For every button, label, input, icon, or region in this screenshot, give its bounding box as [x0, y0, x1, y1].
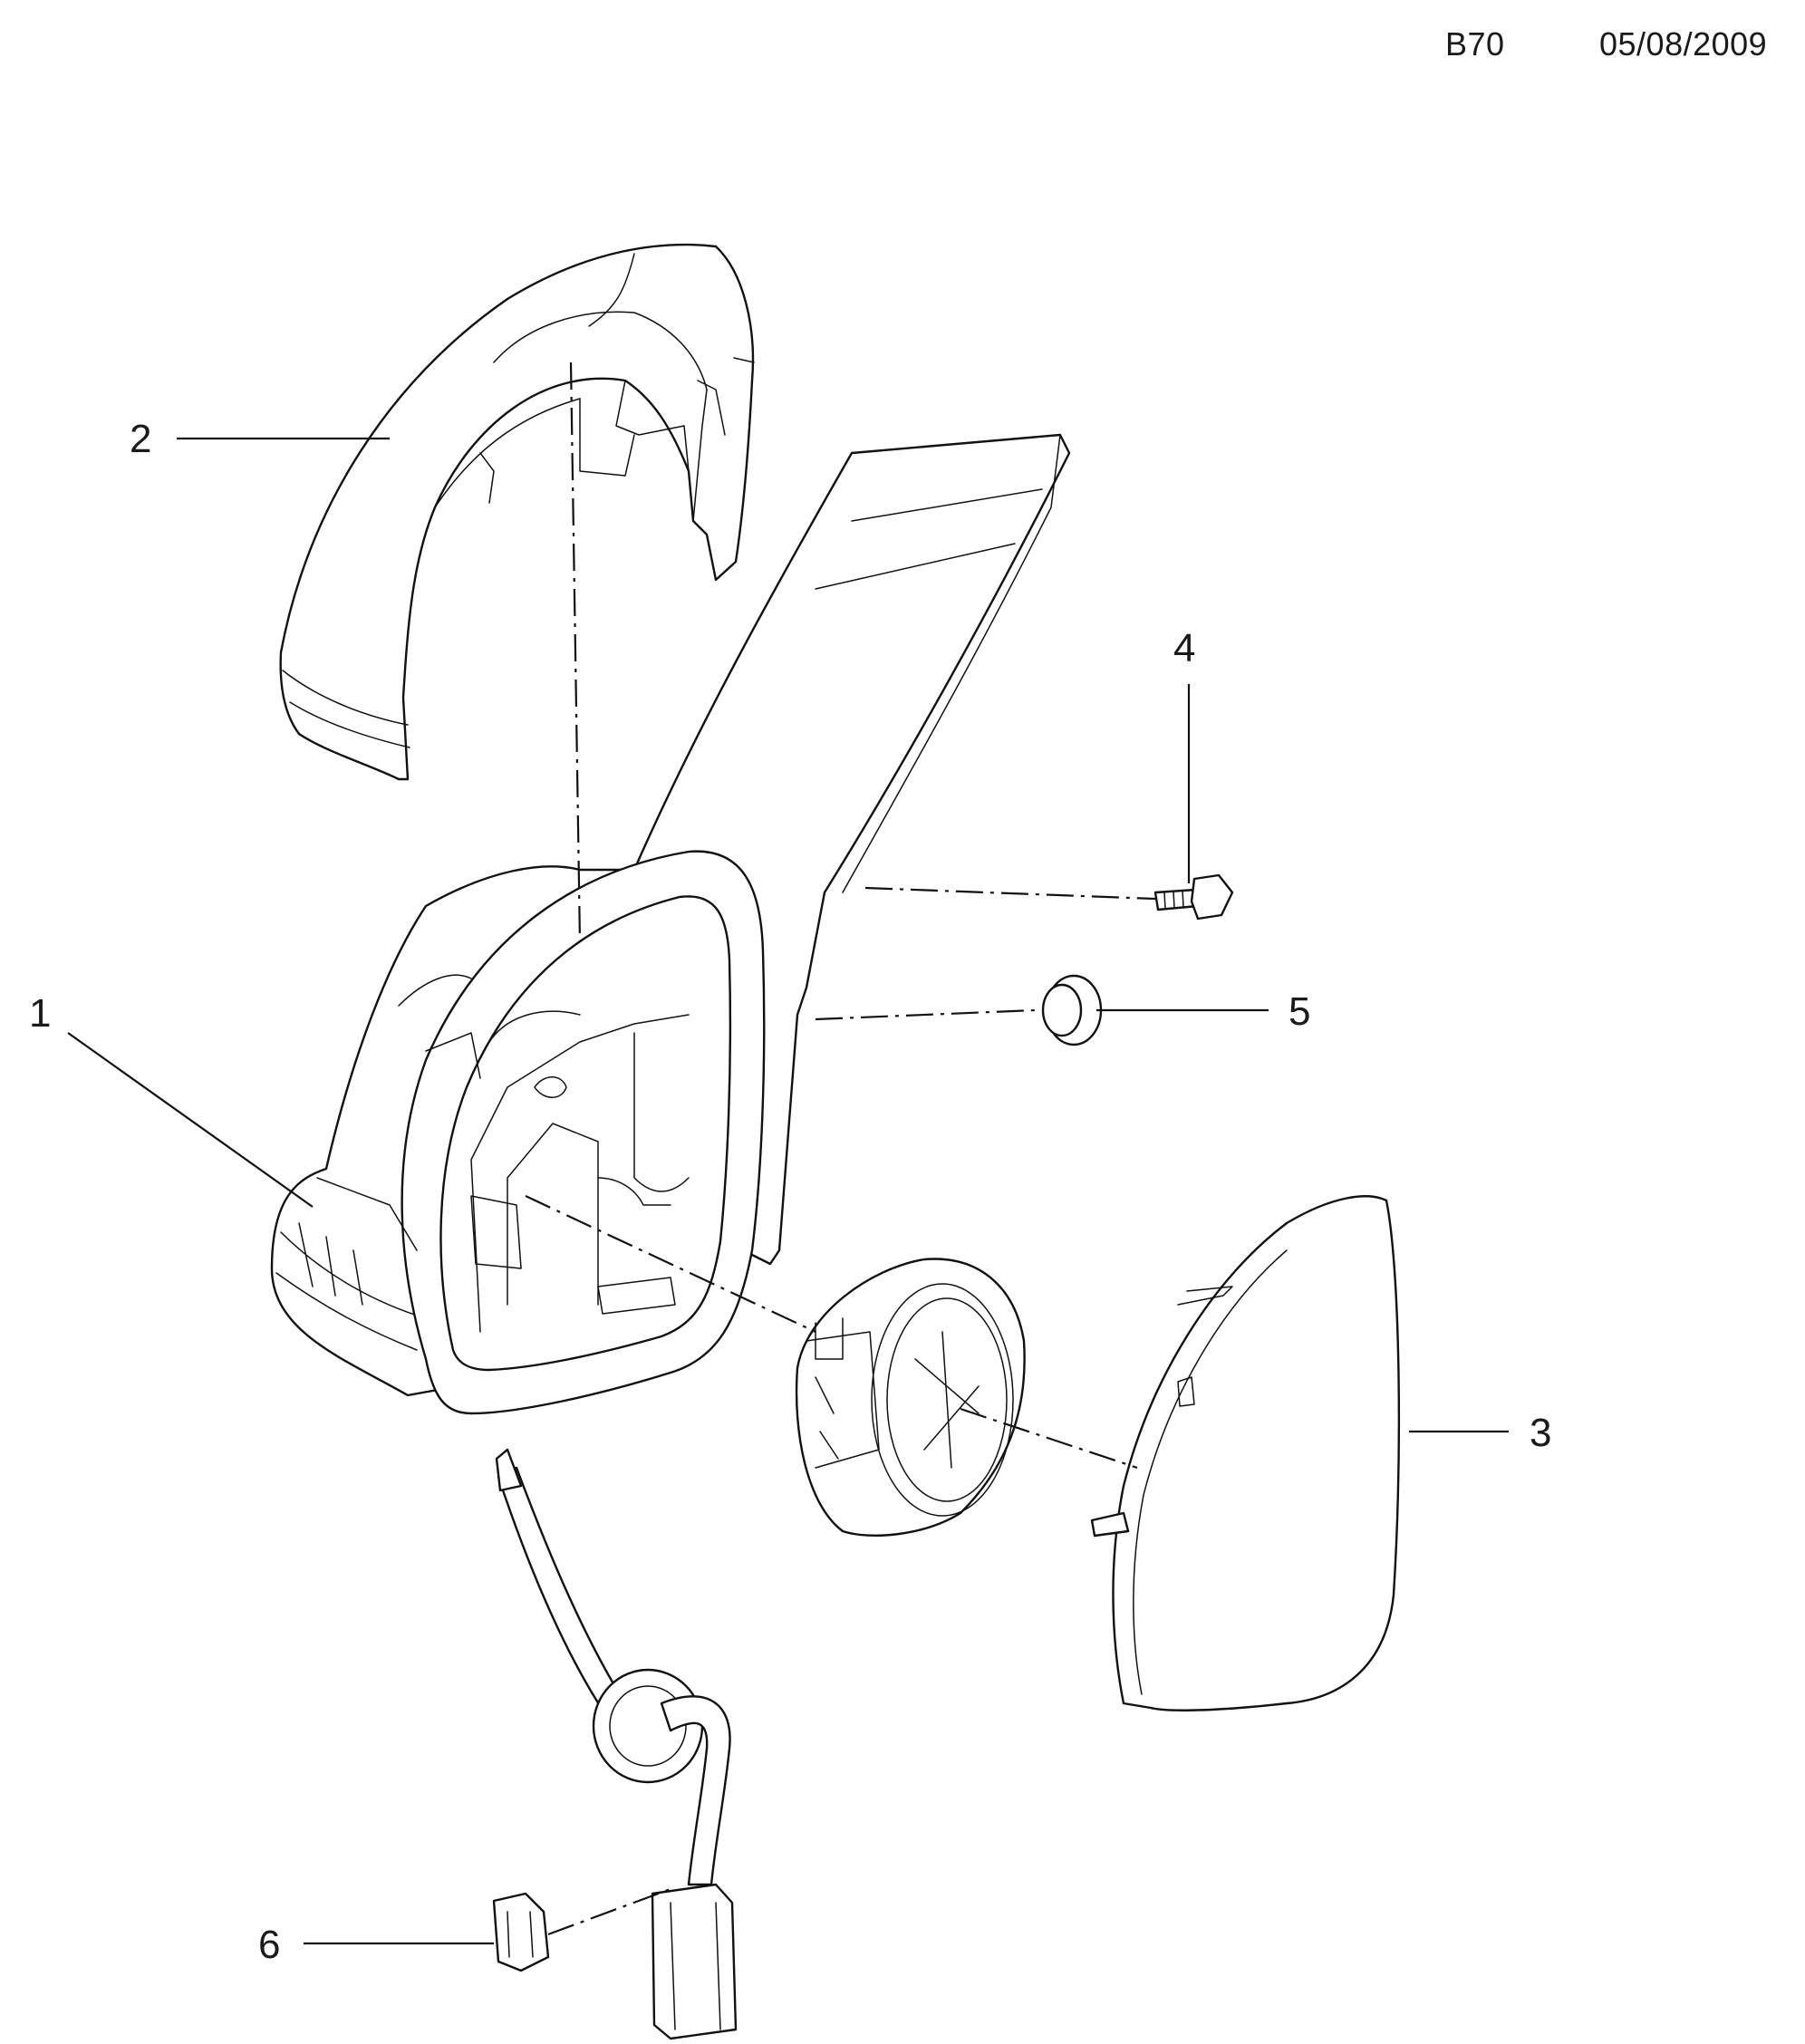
diagram-code: B70	[1445, 25, 1505, 63]
assembly-lines	[525, 362, 1156, 1936]
callout-4: 4	[1173, 626, 1195, 670]
callout-6: 6	[258, 1923, 280, 1967]
callout-2: 2	[130, 417, 151, 461]
part-4-screw	[1153, 873, 1234, 921]
mirror-adjuster-motor	[795, 1258, 1026, 1538]
part-6-connector	[492, 1892, 550, 1972]
callout-5: 5	[1289, 989, 1310, 1034]
callout-leaders	[67, 437, 1509, 1945]
part-5-grommet	[1041, 974, 1103, 1046]
callout-1: 1	[29, 991, 51, 1036]
part-1-mirror-housing	[270, 433, 1071, 2040]
callout-3: 3	[1530, 1411, 1551, 1455]
diagram-date: 05/08/2009	[1599, 25, 1768, 63]
part-3-mirror-glass	[1090, 1195, 1401, 1711]
part-2-mirror-cover	[279, 243, 755, 781]
